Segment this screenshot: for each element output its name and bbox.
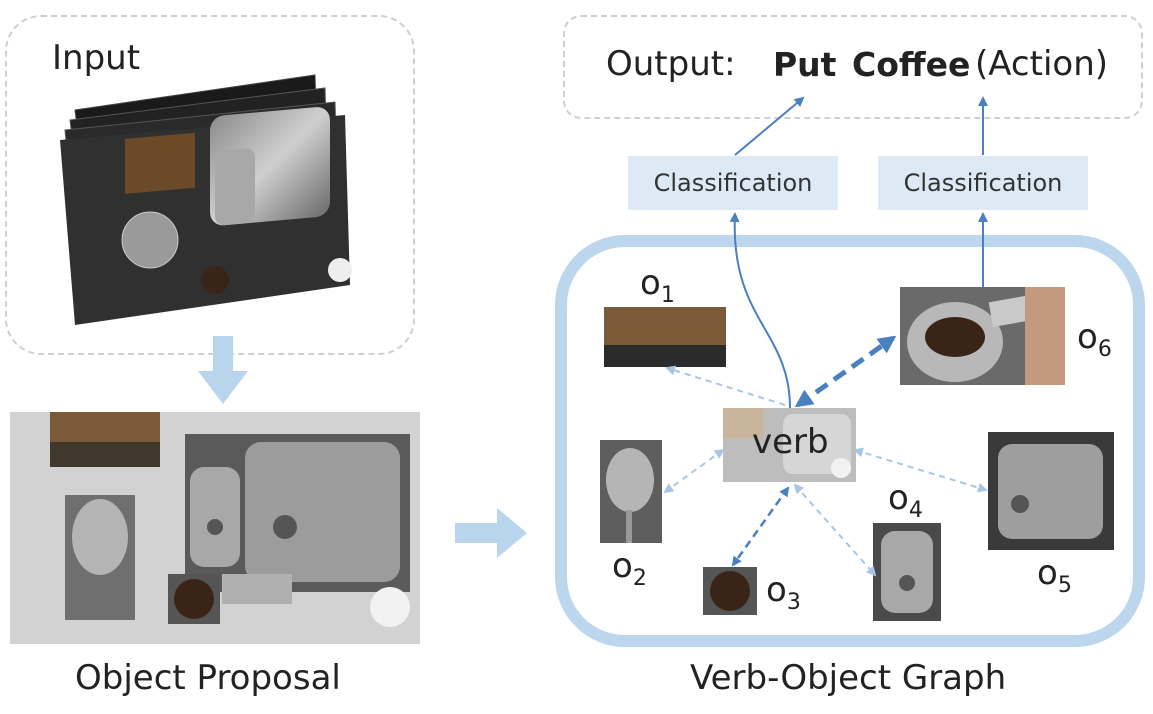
output-panel [563,15,1143,119]
output-suffix: (Action) [975,44,1109,84]
node-o3-label: o3 [766,570,801,615]
edge-verb-o1 [665,365,786,406]
node-o1-image [604,307,726,367]
proposal-box-sink [185,434,410,592]
input-title: Input [52,38,141,78]
node-o6-label: o6 [1077,317,1112,362]
node-o4-label: o4 [888,478,923,523]
edge-classification-to-put [734,96,805,156]
edge-verb-o5 [853,447,988,493]
edge-verb-o6 [794,335,897,408]
verb-object-graph-caption: Verb-Object Graph [690,658,1007,698]
node-o6-image [900,287,1065,385]
node-o3-image [703,567,757,615]
classification-box-right: Classification [878,156,1088,210]
node-o4-image [873,523,941,621]
video-frame-front [60,107,352,325]
output-verb: Put [773,45,837,84]
edge-verb-o2 [663,448,725,494]
output-prefix: Output: [606,44,736,84]
node-o5-image [988,432,1114,550]
input-frame-stack [60,74,352,325]
verb-label: verb [752,422,829,462]
proposal-box-strainer [65,495,135,620]
edge-verb-o3 [731,486,790,567]
proposal-box-coffee [168,574,220,624]
right-arrow [455,508,527,558]
verb-node-image [723,408,856,482]
object-proposal-image [10,412,420,644]
classification-box-left: Classification [628,156,838,210]
edge-verb-o4 [793,483,877,577]
node-o2-label: o2 [612,546,647,591]
node-o1-label: o1 [640,263,675,308]
node-o2-image [600,440,662,543]
edge-verb-to-classification [729,212,791,409]
down-arrow [198,336,248,404]
proposal-box-o1 [50,412,160,467]
node-o5-label: o5 [1037,553,1072,598]
input-panel [5,15,415,355]
output-object: Coffee [852,45,971,84]
object-proposal-caption: Object Proposal [75,658,341,698]
verb-object-graph-frame [555,235,1145,647]
